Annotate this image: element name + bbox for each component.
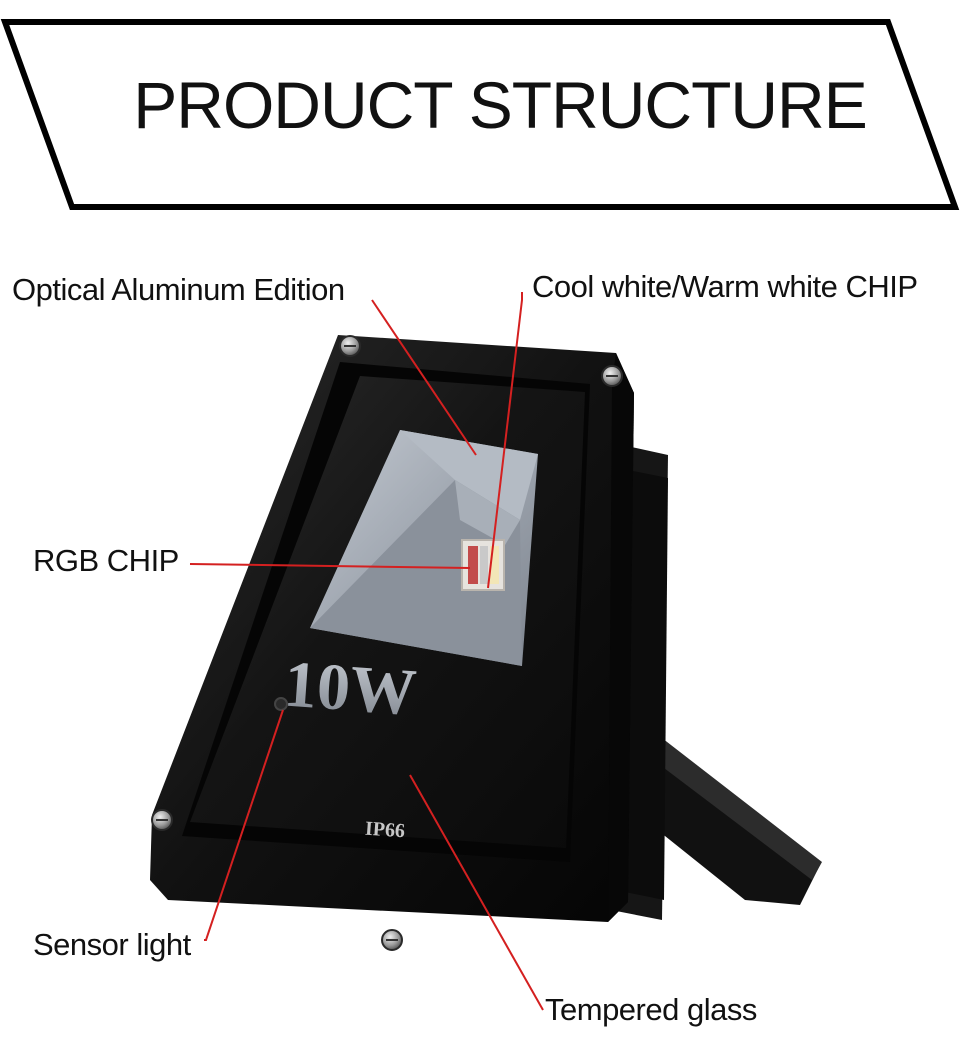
leader-line-white-chip bbox=[487, 292, 523, 589]
screw-icon bbox=[381, 929, 403, 951]
optical-reflector bbox=[310, 430, 538, 666]
leader-line-glass bbox=[409, 774, 544, 1011]
screw-icon bbox=[151, 809, 173, 831]
title-banner: PRODUCT STRUCTURE bbox=[0, 0, 960, 215]
callout-sensor-light: Sensor light bbox=[33, 927, 191, 962]
callout-white-chip: Cool white/Warm white CHIP bbox=[532, 269, 918, 304]
leader-line-optical bbox=[371, 299, 477, 456]
callout-tempered-glass: Tempered glass bbox=[545, 992, 757, 1027]
leader-line-sensor bbox=[204, 709, 284, 941]
screw-icon bbox=[339, 335, 361, 357]
rating-label: IP66 bbox=[364, 818, 405, 843]
callout-rgb-chip: RGB CHIP bbox=[33, 543, 179, 578]
banner-frame bbox=[0, 19, 960, 210]
leader-line-rgb-chip bbox=[189, 563, 471, 569]
sensor-eye bbox=[274, 697, 288, 711]
page-title: PRODUCT STRUCTURE bbox=[133, 68, 867, 142]
callout-optical-aluminum: Optical Aluminum Edition bbox=[12, 272, 345, 307]
led-chip bbox=[461, 539, 505, 591]
wattage-label: 10W bbox=[282, 647, 419, 729]
leader-lines bbox=[189, 292, 544, 1011]
screw-icon bbox=[601, 365, 623, 387]
